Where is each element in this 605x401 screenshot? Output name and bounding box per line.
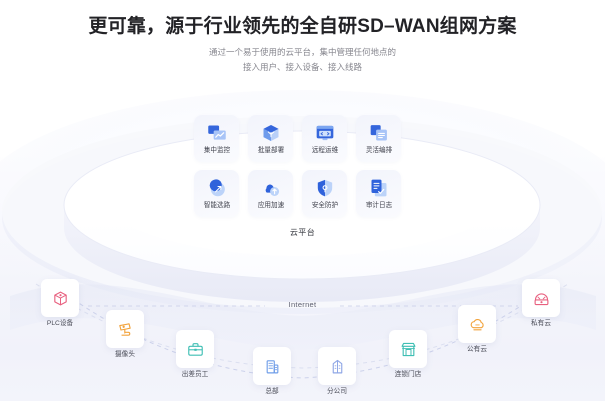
feature-card-remote-ops[interactable]: 远程运维 (302, 115, 347, 162)
code-window-icon (316, 125, 333, 140)
feature-row-2: 智能选路 应用加速 安全防护 (194, 170, 412, 217)
cube-deploy-icon (263, 124, 278, 141)
plc-cube-icon (53, 291, 67, 305)
briefcase-icon (187, 342, 203, 356)
subtitle-line-1: 通过一个易于使用的云平台，集中管理任何地点的 (208, 47, 396, 57)
header: 更可靠，源于行业领先的全自研SD–WAN组网方案 通过一个易于使用的云平台，集中… (0, 0, 605, 74)
monitor-chart-icon (207, 125, 226, 140)
building-hq-icon (266, 359, 278, 373)
node-camera[interactable] (106, 310, 144, 348)
shield-lock-icon (317, 179, 332, 196)
private-cloud-icon (534, 292, 548, 305)
node-headquarters[interactable] (253, 347, 291, 385)
feature-card-label: 智能选路 (203, 201, 230, 209)
feature-card-batch-deployment[interactable]: 批量部署 (248, 115, 293, 162)
platform-label: 云平台 (289, 228, 316, 237)
layers-orchestrate-icon (370, 124, 387, 140)
subtitle-line-2: 接入用户、接入设备、接入线路 (242, 61, 362, 72)
feature-card-label: 集中监控 (203, 146, 230, 154)
feature-row-1: 集中监控 批量部署 远程运维 (194, 115, 412, 162)
node-label: 总部 (265, 388, 279, 395)
feature-card-centralized-monitoring[interactable]: 集中监控 (194, 115, 239, 162)
node-label: 分公司 (327, 388, 347, 395)
public-cloud-icon (470, 318, 484, 330)
route-compass-icon (209, 178, 225, 196)
document-audit-icon (371, 179, 386, 196)
node-label: 摄像头 (115, 351, 135, 358)
node-label: 公有云 (467, 346, 487, 353)
platform-feature-grid: 集中监控 批量部署 远程运维 (194, 115, 412, 225)
node-chain-store[interactable] (389, 330, 427, 368)
node-business-traveler[interactable] (176, 330, 214, 368)
node-public-cloud[interactable] (458, 305, 496, 343)
feature-card-label: 应用加速 (257, 201, 284, 209)
camera-icon (118, 322, 131, 336)
node-private-cloud[interactable] (522, 279, 560, 317)
feature-card-app-acceleration[interactable]: 应用加速 (248, 170, 293, 217)
feature-card-label: 审计日志 (365, 201, 392, 209)
feature-card-label: 灵活编排 (365, 146, 392, 154)
internet-label: Internet (288, 300, 317, 309)
node-plc-device[interactable] (41, 279, 79, 317)
page-title: 更可靠，源于行业领先的全自研SD–WAN组网方案 (88, 16, 517, 37)
node-label: 连锁门店 (394, 371, 422, 378)
cloud-upload-icon (265, 184, 279, 196)
building-branch-icon (332, 359, 342, 373)
feature-card-audit-log[interactable]: 审计日志 (356, 170, 401, 217)
feature-card-label: 批量部署 (257, 146, 284, 154)
shop-icon (401, 342, 415, 356)
node-branch-office[interactable] (318, 347, 356, 385)
node-label: PLC设备 (46, 320, 74, 327)
node-label: 出差员工 (181, 371, 209, 378)
feature-card-flexible-orchestration[interactable]: 灵活编排 (356, 115, 401, 162)
feature-card-label: 安全防护 (311, 201, 338, 209)
feature-card-intelligent-routing[interactable]: 智能选路 (194, 170, 239, 217)
feature-card-security-protection[interactable]: 安全防护 (302, 170, 347, 217)
node-label: 私有云 (531, 320, 551, 327)
feature-card-label: 远程运维 (311, 146, 338, 154)
